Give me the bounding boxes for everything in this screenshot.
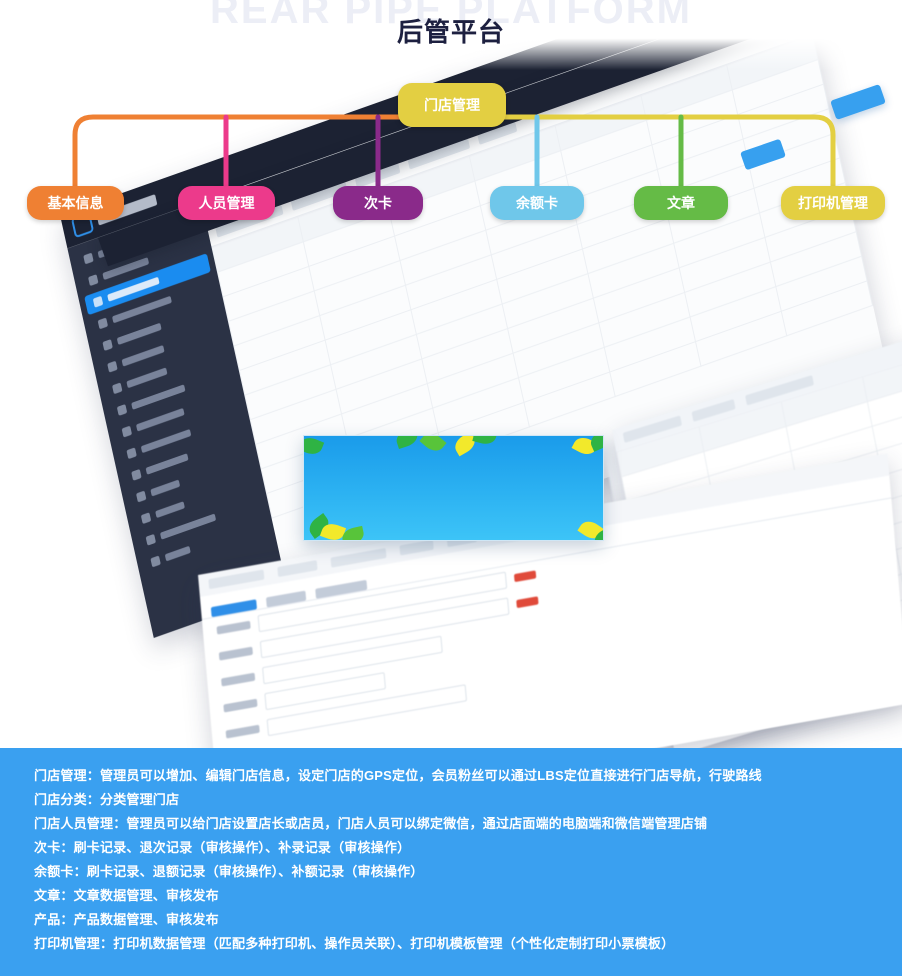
system-icon	[145, 533, 157, 546]
node-label: 打印机管理	[798, 195, 868, 211]
settings-icon	[150, 555, 161, 568]
node-label: 基本信息	[47, 195, 104, 211]
description-line: 余额卡：刷卡记录、退额记录（审核操作）、补额记录（审核操作）	[34, 864, 424, 879]
description-line: 打印机管理：打印机数据管理（匹配多种打印机、操作员关联）、打印机模板管理（个性化…	[34, 936, 675, 951]
screenshot-collage	[0, 0, 902, 749]
node-label: 人员管理	[198, 195, 255, 211]
order-icon	[126, 447, 137, 460]
diagram-node-balance-card[interactable]: 余额卡	[490, 186, 584, 220]
diagram-node-count-card[interactable]: 次卡	[333, 186, 423, 220]
feature-description-panel: 门店管理：管理员可以增加、编辑门店信息，设定门店的GPS定位，会员粉丝可以通过L…	[0, 748, 902, 976]
product-icon	[131, 468, 142, 481]
dashboard-icon	[83, 252, 94, 265]
balance-icon	[112, 382, 123, 395]
printer-icon	[135, 490, 147, 503]
diagram-node-printer-management[interactable]: 打印机管理	[781, 186, 885, 220]
description-line: 次卡：刷卡记录、退次记录（审核操作）、补录记录（审核操作）	[34, 840, 411, 855]
card-icon	[107, 360, 118, 373]
node-label: 次卡	[364, 195, 392, 211]
shop-icon	[88, 274, 99, 287]
diagram-node-staff-management[interactable]: 人员管理	[178, 186, 275, 220]
diagram-node-article[interactable]: 文章	[634, 186, 728, 220]
watermark-text: REAR PIPE PLATFORM	[210, 0, 692, 32]
store-icon	[92, 295, 104, 308]
diagram-node-root[interactable]: 门店管理	[398, 83, 506, 127]
article-icon	[116, 404, 128, 416]
description-line: 门店分类：分类管理门店	[34, 792, 180, 807]
diagram-node-basic-info[interactable]: 基本信息	[27, 186, 124, 220]
description-line: 门店管理：管理员可以增加、编辑门店信息，设定门店的GPS定位，会员粉丝可以通过L…	[34, 768, 762, 783]
connector-lines	[72, 114, 836, 191]
sitemap-diagram: 门店管理 基本信息 人员管理 次卡 余额卡 文章 打印机管理	[0, 0, 902, 240]
category-icon	[97, 317, 109, 330]
node-label: 文章	[667, 195, 695, 211]
stat-icon	[140, 512, 152, 525]
node-label: 门店管理	[424, 97, 480, 113]
member-icon	[121, 425, 133, 438]
people-icon	[102, 339, 113, 351]
description-line: 文章：文章数据管理、审核发布	[34, 888, 219, 903]
store-banner-image	[303, 435, 604, 541]
page-title: 后管平台	[396, 17, 505, 47]
description-line: 门店人员管理：管理员可以给门店设置店长或店员，门店人员可以绑定微信，通过店面端的…	[34, 816, 708, 831]
description-line: 产品：产品数据管理、审核发布	[34, 912, 219, 927]
node-label: 余额卡	[516, 195, 558, 211]
